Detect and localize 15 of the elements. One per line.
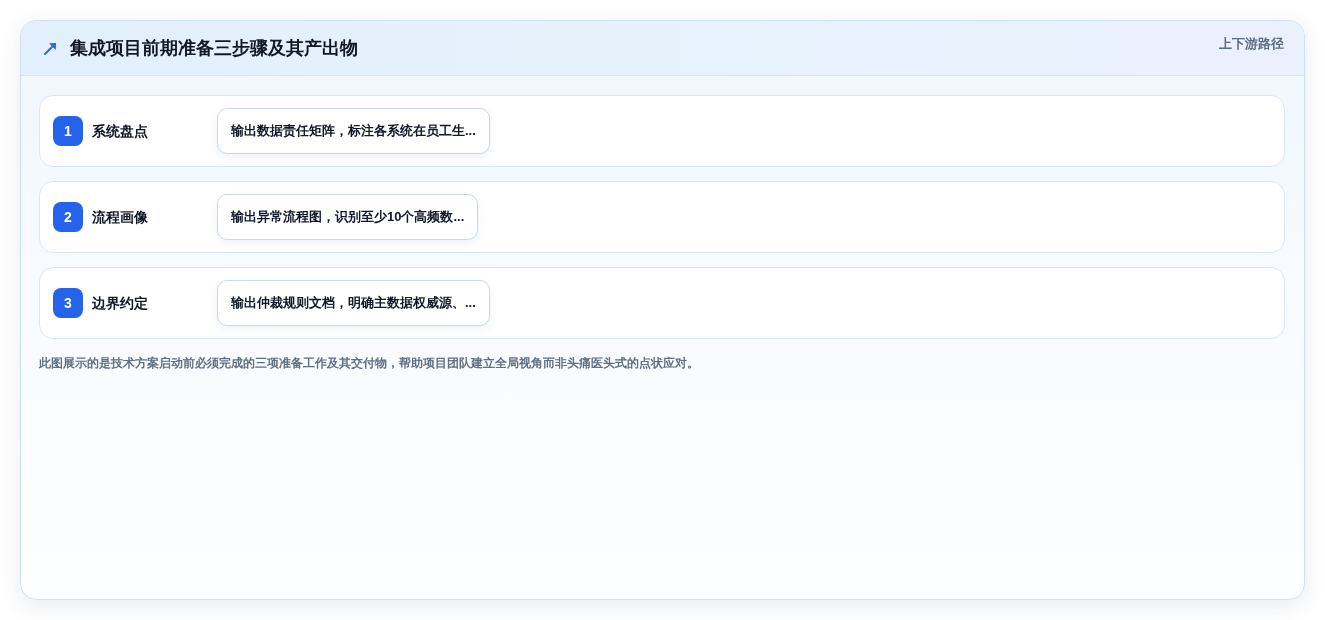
step-title: 边界约定 [92, 294, 148, 313]
step-number-badge: 2 [53, 202, 83, 232]
output-box: 输出数据责任矩阵，标注各系统在员工生... [217, 108, 490, 154]
step-card [39, 181, 1285, 253]
header-label: 上下游路径 [1219, 35, 1284, 53]
step-card [39, 267, 1285, 339]
caption-text: 此图展示的是技术方案启动前必须完成的三项准备工作及其交付物，帮助项目团队建立全局视角而非头痛医头式的点状应对。 [39, 355, 699, 372]
step-card [39, 95, 1285, 167]
step-number-badge: 1 [53, 116, 83, 146]
diagram-title: 集成项目前期准备三步骤及其产出物 [70, 37, 358, 60]
output-box: 输出异常流程图，识别至少10个高频数... [217, 194, 479, 240]
step-title: 系统盘点 [92, 122, 148, 141]
step-title: 流程画像 [92, 208, 148, 227]
output-box: 输出仲裁规则文档，明确主数据权威源、... [217, 280, 490, 326]
step-number-badge: 3 [53, 288, 83, 318]
